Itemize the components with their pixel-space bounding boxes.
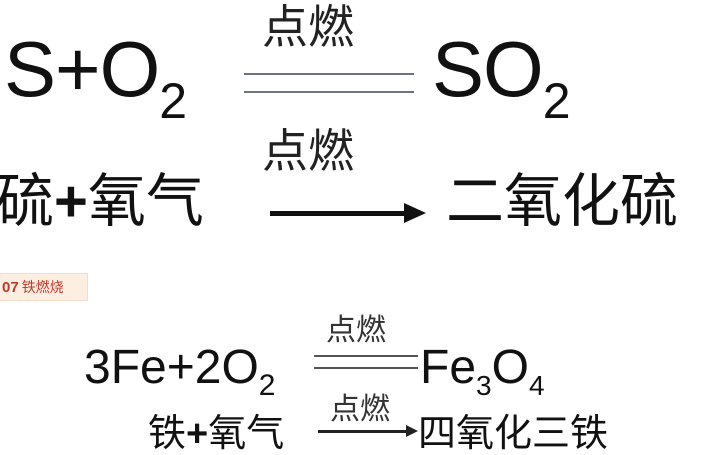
sulfur-word: 硫 [0, 167, 55, 235]
sulfur-symbol: S [4, 25, 56, 113]
sulfur-equation-product: SO2 [432, 30, 571, 126]
word-equation-product: 二氧化硫 [446, 167, 679, 235]
fe-subscript: 3 [476, 370, 492, 401]
iron-equation-product: Fe3O4 [420, 341, 545, 400]
plus-sign: + [54, 169, 88, 234]
word-condition-label: 点燃 [262, 124, 354, 178]
iron-condition-label: 点燃 [326, 313, 386, 348]
so-symbol: SO [432, 25, 544, 113]
oxygen-symbol: O [99, 25, 161, 113]
oxygen-word: 氧气 [208, 411, 285, 455]
iron-word-reactants: 铁+氧气 [148, 414, 284, 453]
iron-double-line-top [314, 355, 418, 357]
plus-sign: + [186, 413, 209, 455]
o-symbol: O [491, 341, 529, 394]
double-line-bottom [244, 91, 414, 93]
sulfur-condition-label: 点燃 [262, 0, 354, 54]
reaction-arrow-head-icon [404, 203, 426, 223]
plus-sign: + [55, 25, 101, 113]
fe-symbol: Fe [420, 341, 477, 394]
iron-word-condition-label: 点燃 [330, 392, 390, 427]
iron-reactant-subscript: 2 [258, 369, 276, 402]
section-number: 07 [2, 278, 19, 296]
o-subscript: 4 [528, 370, 545, 401]
word-equation-reactants: 硫+氧气 [0, 172, 204, 231]
double-line-top [244, 73, 414, 75]
iron-double-line-bottom [314, 367, 418, 369]
iron-equation-reactants: 3Fe+2O2 [84, 341, 275, 401]
iron-word-product: 四氧化三铁 [418, 411, 609, 455]
oxygen-word: 氧气 [87, 167, 204, 235]
iron-reactant-formula: 3Fe+2O [84, 341, 259, 394]
oxygen-subscript: 2 [159, 73, 187, 129]
reaction-arrow-shaft [270, 211, 410, 216]
so-subscript: 2 [542, 73, 571, 129]
section-tag: 07 铁燃烧 [0, 273, 88, 301]
section-title: 铁燃烧 [21, 280, 64, 296]
sulfur-equation-reactants: S+O2 [4, 30, 187, 126]
iron-word: 铁 [148, 411, 187, 455]
iron-arrow-head-icon [406, 425, 418, 437]
iron-arrow-shaft [318, 430, 410, 433]
